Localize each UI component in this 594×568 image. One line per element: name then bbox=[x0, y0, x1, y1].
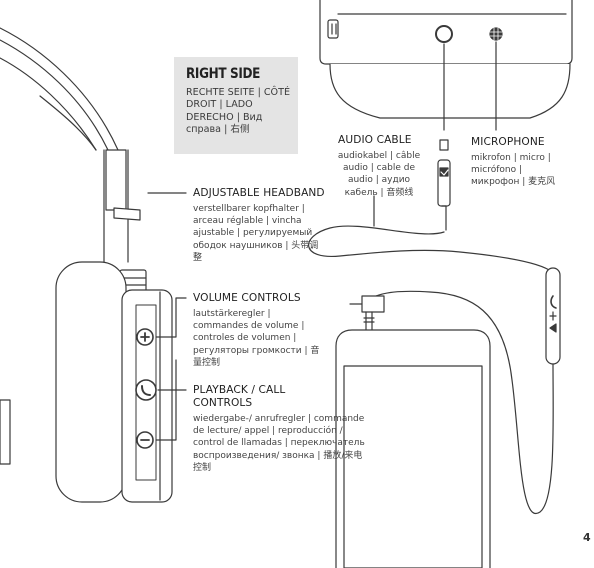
headband-subtitle: verstellbarer kopfhalter | arceau réglab… bbox=[193, 204, 319, 263]
call-icon bbox=[135, 379, 157, 401]
cable-plug bbox=[437, 139, 451, 231]
audio-jack-icon bbox=[435, 25, 453, 43]
microphone-title: MICROPHONE bbox=[471, 136, 545, 148]
headband-title: ADJUSTABLE HEADBAND bbox=[193, 187, 325, 199]
volume-subtitle: lautstärkeregler | commandes de volume |… bbox=[193, 309, 320, 368]
inline-remote-icon bbox=[545, 267, 561, 365]
side-title: RIGHT SIDE bbox=[186, 66, 261, 82]
phone bbox=[335, 329, 491, 568]
headband-arcs bbox=[0, 27, 119, 151]
page-number: 4 bbox=[583, 531, 591, 544]
volume-title: VOLUME CONTROLS bbox=[193, 292, 301, 304]
microphone-grille-icon bbox=[489, 27, 503, 41]
angled-plug bbox=[349, 295, 385, 333]
audio-cable-title: AUDIO CABLE bbox=[338, 134, 412, 146]
volume-down-icon bbox=[136, 431, 154, 449]
playback-subtitle: wiedergabe-/ anrufregler | commande de l… bbox=[193, 414, 365, 473]
side-label-box bbox=[174, 57, 298, 154]
earcup bbox=[55, 261, 173, 503]
side-subtitle: RECHTE SEITE | CÔTÉ DROIT | LADO DERECHO… bbox=[186, 87, 291, 136]
volume-up-icon bbox=[136, 328, 154, 346]
playback-title: PLAYBACK / CALL CONTROLS bbox=[193, 384, 286, 409]
microphone-subtitle: mikrofon | micro | micrófono | микрофон … bbox=[471, 153, 556, 188]
audio-cable-subtitle: audiokabel | câble audio | cable de audi… bbox=[337, 151, 421, 198]
top-earcup bbox=[319, 0, 573, 119]
